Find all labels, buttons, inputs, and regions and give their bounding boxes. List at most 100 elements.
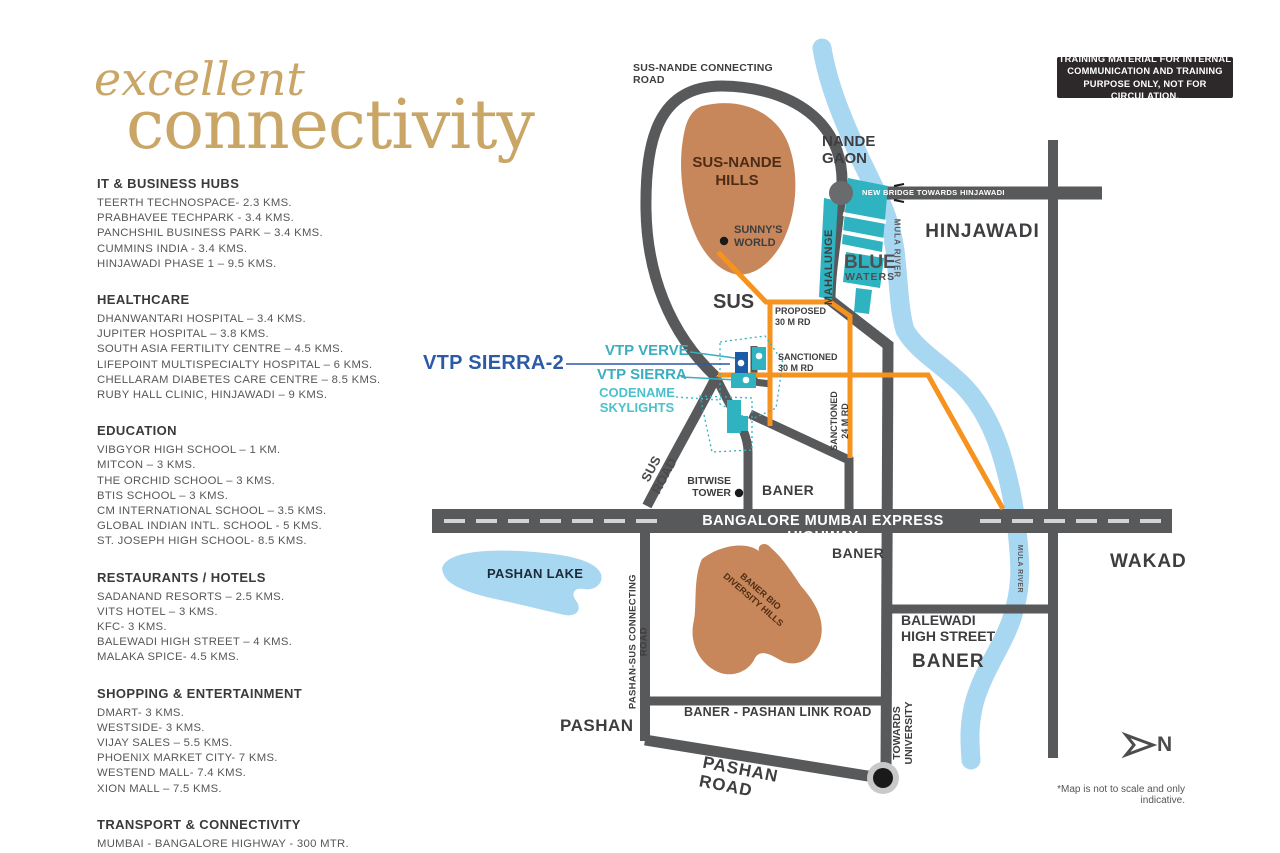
bitwise-tower-dot xyxy=(734,488,744,498)
amenity-item: VIBGYOR HIGH SCHOOL – 1 KM. xyxy=(97,444,281,457)
amenity-item: PHOENIX MARKET CITY- 7 KMS. xyxy=(97,752,278,765)
label-vtp-verve: VTP VERVE xyxy=(605,342,689,359)
page-title: connectivity xyxy=(126,86,535,165)
amenity-item: SOUTH ASIA FERTILITY CENTRE – 4.5 KMS. xyxy=(97,343,344,356)
label-baner-pashan-link-road: BANER - PASHAN LINK ROAD xyxy=(684,705,872,719)
amenity-item: PANCHSHIL BUSINESS PARK – 3.4 KMS. xyxy=(97,227,323,240)
label-bitwise-tower: BITWISE TOWER xyxy=(687,475,731,499)
north-arrow-icon xyxy=(1121,731,1158,759)
label-blue: BLUE xyxy=(844,252,896,273)
sus-nande-hills-shape xyxy=(681,103,796,275)
amenity-section-items: TEERTH TECHNOSPACE- 2.3 KMS. PRABHAVEE TE… xyxy=(97,196,427,272)
amenity-item: BALEWADI HIGH STREET – 4 KMS. xyxy=(97,636,293,649)
label-hinjawadi: HINJAWADI xyxy=(925,221,1040,242)
amenity-section-title: HEALTHCARE xyxy=(97,292,190,308)
nande-junction xyxy=(829,181,853,205)
label-sunnys-world: SUNNY'S WORLD xyxy=(734,224,783,249)
amenity-item: WESTEND MALL- 7.4 KMS. xyxy=(97,767,247,780)
amenity-item: CUMMINS INDIA - 3.4 KMS. xyxy=(97,242,248,255)
label-pashan-lake: PASHAN LAKE xyxy=(487,566,584,581)
label-baner-mid: BANER xyxy=(832,545,885,561)
sus-road xyxy=(642,374,721,509)
amenity-item: JUPITER HOSPITAL – 3.8 KMS. xyxy=(97,328,269,341)
amenity-section-items: VIBGYOR HIGH SCHOOL – 1 KM. MITCON – 3 KM… xyxy=(97,443,427,549)
label-pashan-sus-connecting-road: PASHAN-SUS CONNECTING ROAD xyxy=(627,574,649,710)
sunnys-world-dot xyxy=(719,236,729,246)
label-proposed-30m: PROPOSED 30 M RD xyxy=(775,306,827,327)
amenity-item: TEERTH TECHNOSPACE- 2.3 KMS. xyxy=(97,197,292,209)
amenity-item: BTIS SCHOOL – 3 KMS. xyxy=(97,489,229,502)
sus-nande-connecting-road xyxy=(640,80,848,382)
plot-outline xyxy=(699,335,784,453)
label-balewadi-high-street: BALEWADI HIGH STREET xyxy=(901,612,996,644)
label-sanctioned-24m: SANCTIONED 24 M RD xyxy=(829,391,850,451)
label-mahalunge: MAHALUNGE xyxy=(822,229,835,306)
training-disclaimer-box: TRAINING MATERIAL FOR INTERNAL COMMUNICA… xyxy=(1057,54,1233,101)
pashan-lake-shape xyxy=(442,550,602,616)
amenity-item: DHANWANTARI HOSPITAL – 3.4 KMS. xyxy=(97,313,306,326)
vtp-buildings xyxy=(727,347,766,433)
amenity-section: RESTAURANTS / HOTELS SADANAND RESORTS – … xyxy=(97,570,427,666)
amenity-item: MALAKA SPICE- 4.5 KMS. xyxy=(97,651,240,664)
label-waters: WATERS xyxy=(845,271,896,283)
label-towards-university: TOWARDS UNIVERSITY xyxy=(891,701,915,765)
amenity-section: IT & BUSINESS HUBS TEERTH TECHNOSPACE- 2… xyxy=(97,176,427,272)
label-express-highway: BANGALORE MUMBAI EXPRESS HIGHWAY xyxy=(702,513,944,546)
amenity-item: ST. JOSEPH HIGH SCHOOL- 8.5 KMS. xyxy=(97,535,307,548)
amenity-section-title: SHOPPING & ENTERTAINMENT xyxy=(97,685,303,701)
map-footnote: *Map is not to scale and only indicative… xyxy=(1057,784,1185,806)
baner-bio-hills-shape xyxy=(692,544,822,675)
training-line: COMMUNICATION AND TRAINING xyxy=(1067,66,1223,76)
university-roundabout xyxy=(867,762,899,794)
amenity-section-items: MUMBAI - BANGALORE HIGHWAY - 300 MTR.CHI… xyxy=(97,837,427,853)
amenity-item: LIFEPOINT MULTISPECIALTY HOSPITAL – 6 KM… xyxy=(97,358,373,371)
proposed-roads xyxy=(716,250,1006,511)
label-sus-nande-hills: SUS-NANDE HILLS xyxy=(692,154,782,189)
amenity-section: HEALTHCARE DHANWANTARI HOSPITAL – 3.4 KM… xyxy=(97,292,427,403)
amenity-item: XION MALL – 7.5 KMS. xyxy=(97,782,222,795)
amenity-item: CHELLARAM DIABETES CARE CENTRE – 8.5 KMS… xyxy=(97,373,381,386)
label-wakad: WAKAD xyxy=(1110,551,1187,572)
pashan-road xyxy=(644,734,881,784)
label-vtp-sierra: VTP SIERRA xyxy=(597,366,687,383)
amenity-item: WESTSIDE- 3 KMS. xyxy=(97,721,205,734)
title-word-excellent: excellent xyxy=(94,52,305,106)
amenity-item: VITS HOTEL – 3 KMS. xyxy=(97,605,218,618)
label-sus-nande-connecting-road: SUS-NANDE CONNECTING ROAD xyxy=(633,62,773,86)
label-nande-gaon: NANDE GAON xyxy=(822,133,876,167)
label-sus: SUS xyxy=(713,291,755,313)
label-pashan: PASHAN xyxy=(560,716,634,735)
amenity-section-title: TRANSPORT & CONNECTIVITY xyxy=(97,816,301,832)
amenity-section-items: DMART- 3 KMS. WESTSIDE- 3 KMS. VIJAY SALES… xyxy=(97,706,427,797)
amenity-item: HINJAWADI PHASE 1 – 9.5 KMS. xyxy=(97,257,277,270)
amenity-item: GLOBAL INDIAN INTL. SCHOOL - 5 KMS. xyxy=(97,520,322,533)
amenity-section-items: SADANAND RESORTS – 2.5 KMS. VITS HOTEL – … xyxy=(97,590,427,666)
amenity-item: RUBY HALL CLINIC, HINJAWADI – 9 KMS. xyxy=(97,389,328,402)
label-mula-river-bottom: MULA RIVER xyxy=(1015,544,1023,594)
amenity-item: DMART- 3 KMS. xyxy=(97,706,185,719)
label-codename-skylights: CODENAME SKYLIGHTS xyxy=(599,385,675,415)
label-baner-big: BANER xyxy=(912,651,985,672)
amenity-section: SHOPPING & ENTERTAINMENT DMART- 3 KMS. WE… xyxy=(97,686,427,797)
training-line: TRAINING MATERIAL FOR INTERNAL xyxy=(1058,53,1232,64)
label-new-bridge: NEW BRIDGE TOWARDS HINJAWADI xyxy=(862,188,1005,197)
label-baner-upper: BANER xyxy=(762,482,815,498)
amenity-item: MITCON – 3 KMS. xyxy=(97,459,196,472)
training-line: PURPOSE ONLY, NOT FOR CIRCULATION. xyxy=(1083,78,1207,102)
label-sanctioned-30m: SANCTIONED 30 M RD xyxy=(778,352,838,373)
amenity-section-title: IT & BUSINESS HUBS xyxy=(97,176,240,191)
amenity-item: PRABHAVEE TECHPARK - 3.4 KMS. xyxy=(97,212,295,225)
amenities-panel: IT & BUSINESS HUBS TEERTH TECHNOSPACE- 2… xyxy=(97,176,427,853)
amenity-item: THE ORCHID SCHOOL – 3 KMS. xyxy=(97,474,276,487)
leader-lines xyxy=(566,351,738,401)
amenity-section: EDUCATION VIBGYOR HIGH SCHOOL – 1 KM. MIT… xyxy=(97,423,427,549)
amenity-section-title: RESTAURANTS / HOTELS xyxy=(97,569,266,585)
amenity-item: VIJAY SALES – 5.5 KMS. xyxy=(97,737,233,750)
amenity-section-title: EDUCATION xyxy=(97,423,177,439)
amenity-item: SADANAND RESORTS – 2.5 KMS. xyxy=(97,590,285,603)
amenity-item: CM INTERNATIONAL SCHOOL – 3.5 KMS. xyxy=(97,505,327,518)
amenity-item: KFC- 3 KMS. xyxy=(97,621,167,634)
amenity-section-items: DHANWANTARI HOSPITAL – 3.4 KMS. JUPITER H… xyxy=(97,312,427,403)
